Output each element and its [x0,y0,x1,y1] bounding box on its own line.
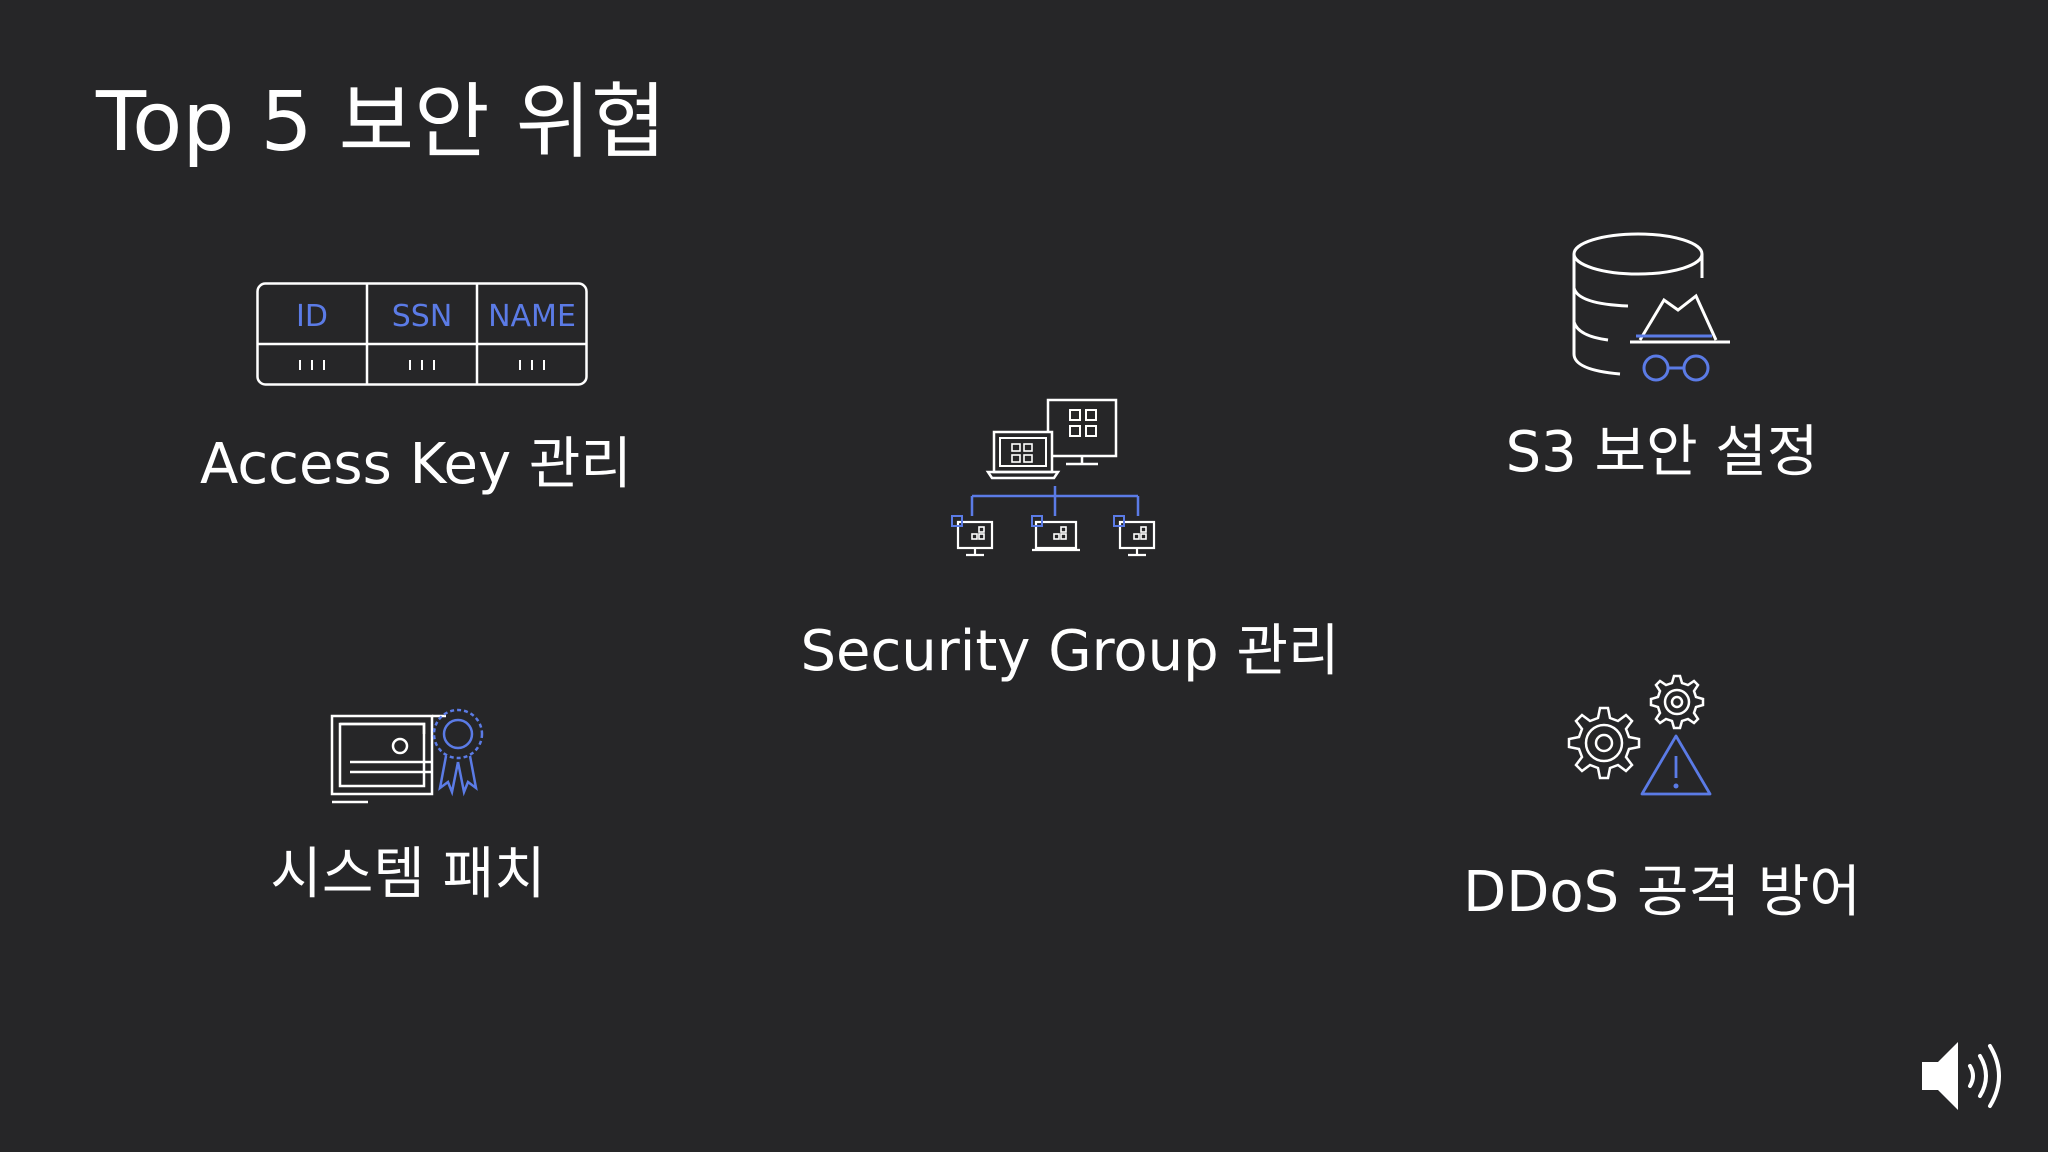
system-patch-label: 시스템 패치 [270,842,546,907]
slide-title: Top 5 보안 위협 [96,75,667,170]
ddos-label: DDoS 공격 방어 [1463,860,1861,925]
data-table-icon: ID SSN NAME [256,282,588,386]
table-header-ssn: SSN [392,299,453,334]
security-group-label: Security Group 관리 [800,619,1340,684]
table-header-name: NAME [488,299,576,334]
table-header-id: ID [296,299,328,334]
certificate-icon [330,708,484,804]
database-spy-icon [1572,232,1730,382]
access-key-label: Access Key 관리 [200,432,632,497]
gears-warning-icon [1567,674,1712,796]
network-computers-icon [951,398,1156,557]
s3-label: S3 보안 설정 [1505,420,1819,485]
speaker-volume-icon[interactable] [1918,1036,2018,1116]
